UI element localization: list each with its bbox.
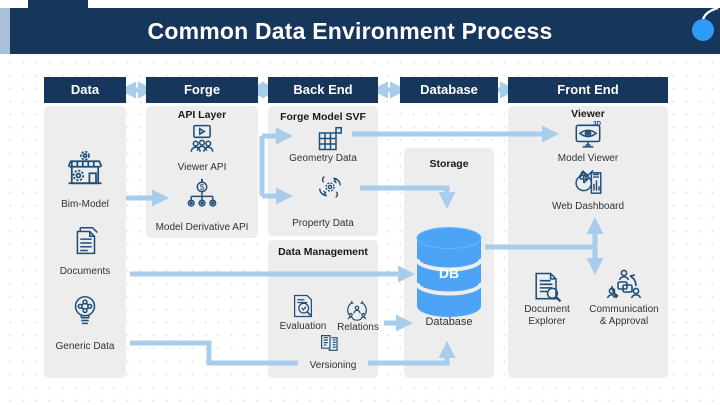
bim-model-label: Bim-Model — [61, 199, 109, 210]
title-bar — [10, 8, 720, 54]
web-dashboard-label: Web Dashboard — [551, 201, 625, 212]
db-text: DB — [439, 265, 459, 281]
svg-text:$: $ — [200, 183, 205, 192]
api-layer-title: API Layer — [177, 109, 227, 121]
model-viewer-icon: 3D — [575, 120, 602, 148]
relations-label: Relations — [337, 322, 379, 333]
geometry-data-icon — [318, 127, 342, 151]
generic-data-label: Generic Data — [55, 341, 115, 352]
corner-flourish-icon — [692, 8, 719, 41]
left-accent-stripe — [0, 8, 10, 54]
evaluation-icon — [293, 294, 313, 318]
versioning-label: Versioning — [298, 360, 368, 372]
geometry-data-label: Geometry Data — [289, 153, 357, 164]
column-header-data: Data — [44, 77, 126, 103]
column-header-forge: Forge — [146, 77, 258, 103]
column-header-frontend: Front End — [508, 77, 668, 103]
viewer-api-label: Viewer API — [177, 162, 227, 173]
document-explorer-icon — [535, 272, 562, 303]
versioning-icon — [321, 335, 338, 351]
forge-panel — [146, 106, 258, 238]
data-management-title: Data Management — [278, 246, 368, 258]
web-dashboard-icon — [575, 169, 602, 194]
column-header-database: Database — [400, 77, 498, 103]
documents-icon — [76, 226, 98, 255]
model-derivative-api-icon: $ — [187, 178, 217, 207]
bim-model-icon — [67, 150, 103, 185]
generic-data-icon — [74, 296, 96, 325]
viewer-title: Viewer — [571, 108, 605, 120]
top-left-notch — [28, 0, 88, 8]
viewer-api-icon — [190, 124, 214, 152]
relations-icon — [347, 300, 367, 321]
column-header-backend: Back End — [268, 77, 378, 103]
database-label: Database — [425, 316, 473, 328]
communication-approval-label: Communication & Approval — [589, 304, 659, 327]
storage-title: Storage — [429, 158, 469, 170]
property-data-icon — [318, 176, 342, 198]
frontend-panel — [508, 106, 668, 378]
model-derivative-api-label: Model Derivative API — [155, 222, 249, 233]
model-viewer-label: Model Viewer — [557, 153, 619, 164]
slide-title: Common Data Environment Process — [147, 18, 553, 44]
evaluation-label: Evaluation — [279, 321, 327, 332]
property-data-label: Property Data — [292, 218, 354, 229]
svg-text:3D: 3D — [593, 120, 602, 127]
documents-label: Documents — [59, 266, 111, 277]
data-panel — [44, 106, 126, 378]
forge-model-svf-title: Forge Model SVF — [280, 111, 366, 123]
communication-approval-icon — [606, 269, 642, 299]
database-cylinder-icon: DB — [415, 227, 483, 317]
document-explorer-label: Document Explorer — [524, 304, 570, 327]
